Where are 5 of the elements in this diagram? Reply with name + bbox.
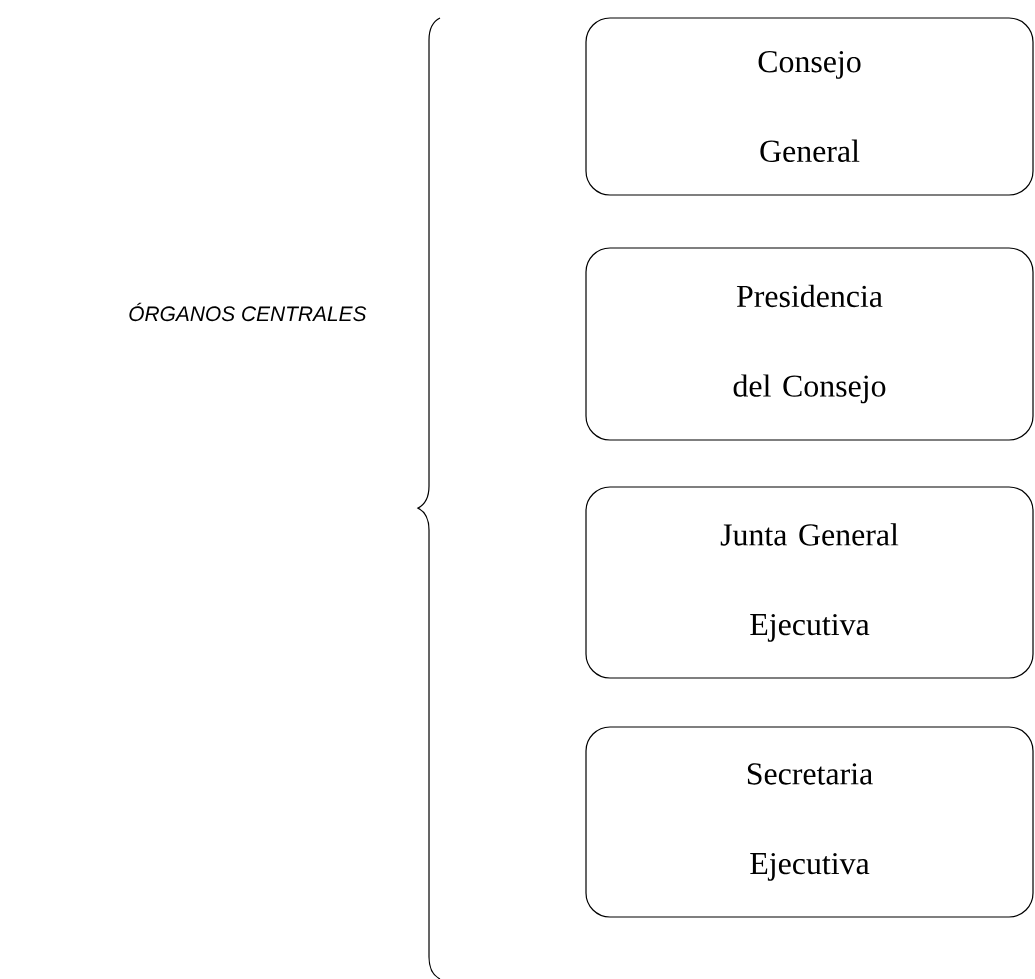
process-box: Consejo General — [585, 17, 1034, 196]
process-box: Secretaria Ejecutiva — [585, 726, 1034, 918]
side-label: ÓRGANOS CENTRALES — [129, 302, 367, 322]
process-box: Presidencia del Consejo — [585, 247, 1034, 441]
process-box: Junta General Ejecutiva — [585, 486, 1034, 679]
